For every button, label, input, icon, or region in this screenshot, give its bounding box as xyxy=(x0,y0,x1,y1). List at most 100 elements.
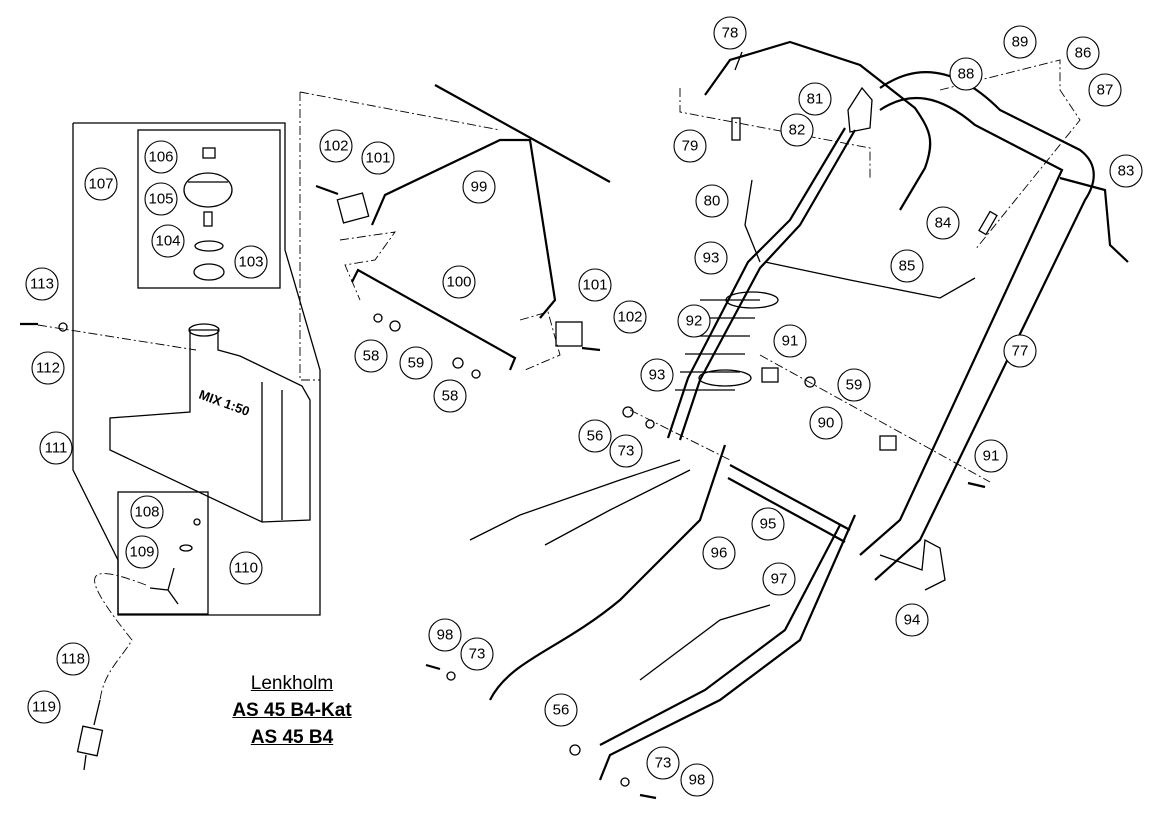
fuel-hose-dashed xyxy=(94,573,147,701)
callout-96: 96 xyxy=(702,536,736,570)
callout-97-label: 97 xyxy=(771,571,788,588)
callout-113-label: 113 xyxy=(30,276,54,293)
nut-59b xyxy=(452,357,464,369)
callout-77: 77 xyxy=(1003,334,1037,368)
clamp-101-right xyxy=(555,321,583,347)
vent-plug xyxy=(202,147,216,159)
callout-85: 85 xyxy=(890,249,924,283)
callout-59-right: 59 xyxy=(837,368,871,402)
bracket-group-outline xyxy=(299,92,321,615)
callout-106: 106 xyxy=(144,140,178,174)
handle-dash-top xyxy=(679,88,871,178)
seal-ring xyxy=(194,240,224,252)
callout-102-right-label: 102 xyxy=(617,309,642,326)
callout-102-left: 102 xyxy=(319,129,353,163)
callout-58-right-label: 58 xyxy=(442,388,459,405)
nut-59a xyxy=(389,320,401,332)
callout-109-label: 109 xyxy=(129,544,154,561)
clamp-101-left xyxy=(336,192,370,224)
callout-56-upper: 56 xyxy=(578,419,612,453)
callout-88-label: 88 xyxy=(958,66,975,83)
callout-107-label: 107 xyxy=(88,176,113,193)
callout-59-left: 59 xyxy=(399,346,433,380)
washer-58a xyxy=(373,313,383,323)
callout-81-label: 81 xyxy=(807,91,824,108)
callout-56-upper-label: 56 xyxy=(587,428,604,445)
callout-96-label: 96 xyxy=(711,545,728,562)
callout-104-label: 104 xyxy=(155,233,180,250)
tank-screw-axis xyxy=(37,324,197,351)
clamp-93-lower xyxy=(698,369,752,387)
filter-stem xyxy=(83,754,87,771)
callout-99: 99 xyxy=(462,170,496,204)
callout-101-left-label: 101 xyxy=(365,150,390,167)
bolt-91-right xyxy=(967,481,986,489)
nut-59-right xyxy=(804,376,816,388)
bracket-group-top xyxy=(299,91,501,131)
tank-outer-frame xyxy=(72,122,321,616)
callout-73-lower-label: 73 xyxy=(655,755,672,772)
callout-86-label: 86 xyxy=(1075,45,1092,62)
callout-98-upper: 98 xyxy=(428,618,462,652)
lower-handle-97-inner xyxy=(599,524,841,746)
handle-dash-91 xyxy=(759,354,991,483)
bolt-98-bottom xyxy=(639,793,657,800)
callout-89-label: 89 xyxy=(1012,34,1029,51)
callout-105-label: 105 xyxy=(148,191,173,208)
callout-113: 113 xyxy=(25,267,59,301)
top-rod xyxy=(434,84,611,183)
callout-99-label: 99 xyxy=(471,179,488,196)
callout-77-label: 77 xyxy=(1012,343,1029,360)
callout-90-label: 90 xyxy=(818,415,835,432)
fuel-valve xyxy=(149,567,179,605)
bracket-dash-b xyxy=(519,311,561,371)
callout-92: 92 xyxy=(677,304,711,338)
callout-95: 95 xyxy=(751,507,785,541)
callout-56-lower: 56 xyxy=(544,693,578,727)
callout-98-lower-label: 98 xyxy=(689,772,706,789)
callout-73-mid-label: 73 xyxy=(469,646,486,663)
handle-dash-right xyxy=(939,59,1081,251)
valve-ring-small xyxy=(193,518,201,526)
callout-93-upper-label: 93 xyxy=(703,250,720,267)
tank-side xyxy=(261,382,283,522)
callout-84-label: 84 xyxy=(935,215,952,232)
control-tube-2 xyxy=(666,127,846,439)
callout-112-label: 112 xyxy=(36,360,60,377)
height-lever-94 xyxy=(879,538,946,591)
washer-73-mid xyxy=(446,671,456,681)
nut-56-upper xyxy=(622,406,634,418)
callout-80: 80 xyxy=(695,184,729,218)
callout-112: 112 xyxy=(31,351,65,385)
callout-104: 104 xyxy=(151,224,185,258)
bracket-dash-a xyxy=(339,231,396,301)
callout-89: 89 xyxy=(1003,25,1037,59)
callout-85-label: 85 xyxy=(899,258,916,275)
callout-98-lower: 98 xyxy=(680,763,714,797)
callout-78: 78 xyxy=(713,16,747,71)
lower-handle-96 xyxy=(489,444,727,701)
caption-model-1: AS 45 B4-Kat xyxy=(232,700,352,721)
bolt-98-top xyxy=(425,663,441,671)
callout-58-left: 58 xyxy=(354,339,388,373)
callout-108: 108 xyxy=(130,495,164,529)
screw-102-left xyxy=(315,184,339,196)
caption-title: Lenkholm xyxy=(250,673,334,694)
coil-92 xyxy=(675,299,760,391)
tank-neck xyxy=(188,323,220,337)
callout-91-upper: 91 xyxy=(773,324,807,358)
callout-73-lower: 73 xyxy=(646,746,680,780)
spring-84 xyxy=(978,210,998,236)
tank-body xyxy=(109,329,311,523)
callout-93-lower-label: 93 xyxy=(649,367,666,384)
callout-111: 111 xyxy=(39,431,73,465)
callout-91-upper-label: 91 xyxy=(782,333,799,350)
callout-79-label: 79 xyxy=(682,138,699,155)
loose-cable-a xyxy=(469,459,681,541)
callout-110-label: 110 xyxy=(234,560,258,577)
callout-88: 88 xyxy=(949,57,983,91)
callout-106-label: 106 xyxy=(148,149,173,166)
clip-90-b xyxy=(879,435,897,451)
callout-90: 90 xyxy=(809,406,843,440)
callout-83-label: 83 xyxy=(1118,163,1135,180)
